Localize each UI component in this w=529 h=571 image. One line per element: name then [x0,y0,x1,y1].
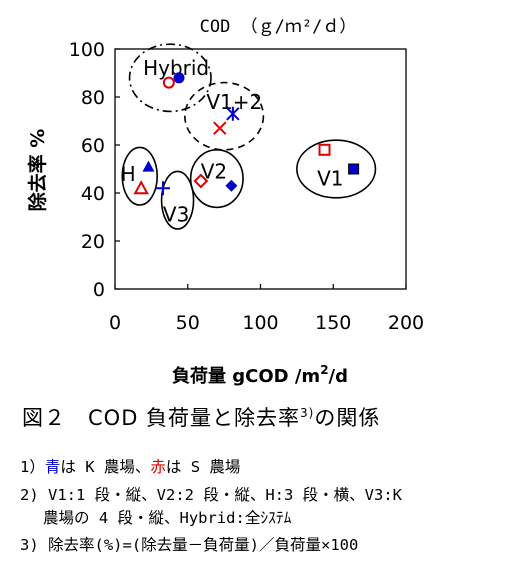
chart-title: COD （ｇ/ｍ²/ｄ） [200,17,357,37]
note-1-mid: は K 農場、 [60,458,151,476]
data-point-cross [213,121,227,135]
x-tick-label: 150 [315,312,351,334]
x-tick-label: 50 [176,312,200,334]
plot-frame [114,48,407,290]
group-ellipse-v2 [189,149,244,209]
group-ellipse-v1 [296,139,377,199]
x-axis-label-tail: /d [329,366,348,387]
note-1: 1）青は K 農場、赤は S 農場 [20,455,240,477]
data-point-triangle-open [133,180,149,195]
y-axis-label: 除去率 % [26,129,49,212]
x-tick-label: 0 [109,312,121,334]
caption-sup: 3) [300,406,315,420]
data-point-asterisk [226,106,240,121]
group-ellipse-h [121,146,158,206]
data-point-diamond-filled [225,179,238,192]
y-tick-label: 0 [93,279,105,301]
data-point-diamond-open [193,173,209,189]
group-label-v3: V3 [163,203,189,227]
y-tick-label: 60 [81,135,105,157]
x-axis-label-main: 負荷量 gCOD /m [172,365,320,387]
note-3: 3) 除去率(%)=(除去量－負荷量)／負荷量×100 [20,536,359,554]
note-2-line-1: 2) V1:1 段・縦、V2:2 段・縦、H:3 段・横、V3:K [20,486,402,504]
x-tick-label: 100 [242,312,278,334]
y-tick-label: 40 [81,183,105,205]
y-axis-ticks: 0 20 40 60 80 100 [69,39,120,301]
note-1-red: 赤 [150,458,166,476]
figure-caption: 図２ COD 負荷量と除去率3)の関係 [22,402,380,432]
data-point-circle-filled [173,72,185,84]
y-tick-label: 100 [69,39,105,61]
group-label-v1-2: V1+2 [206,90,262,114]
note-1-prefix: 1） [20,458,45,476]
data-point-square-open [318,143,331,156]
x-axis-label-sup: 2 [320,363,328,377]
data-point-circle-open [162,76,175,89]
scatter-chart: COD （ｇ/ｍ²/ｄ） 0 20 40 60 80 100 0 50 100 150 200 H… [26,17,424,387]
group-label-h: H [121,162,136,186]
x-axis-ticks: 0 50 100 150 200 [109,284,424,334]
data-point-plus [156,181,171,196]
caption-main: 図２ COD 負荷量と除去率 [22,406,301,430]
x-axis-label: 負荷量 gCOD /m2/d [172,363,348,387]
data-point-square-filled [348,163,360,175]
group-ellipse-v1-2 [184,81,265,151]
note-1-tail: は S 農場 [165,458,241,476]
caption-tail: の関係 [314,406,381,430]
group-ellipse-hybrid [128,43,212,113]
y-tick-label: 20 [81,231,105,253]
data-point-triangle-filled [142,160,155,172]
y-tick-label: 80 [81,87,105,109]
note-2-line-2: 農場の 4 段・縦、Hybrid:全ｼｽﾃﾑ [43,509,292,527]
data-points [133,72,360,196]
note-1-blue: 青 [44,458,61,476]
group-ellipse-v3 [160,170,195,230]
group-label-v1: V1 [317,167,343,191]
x-tick-label: 200 [388,312,424,334]
